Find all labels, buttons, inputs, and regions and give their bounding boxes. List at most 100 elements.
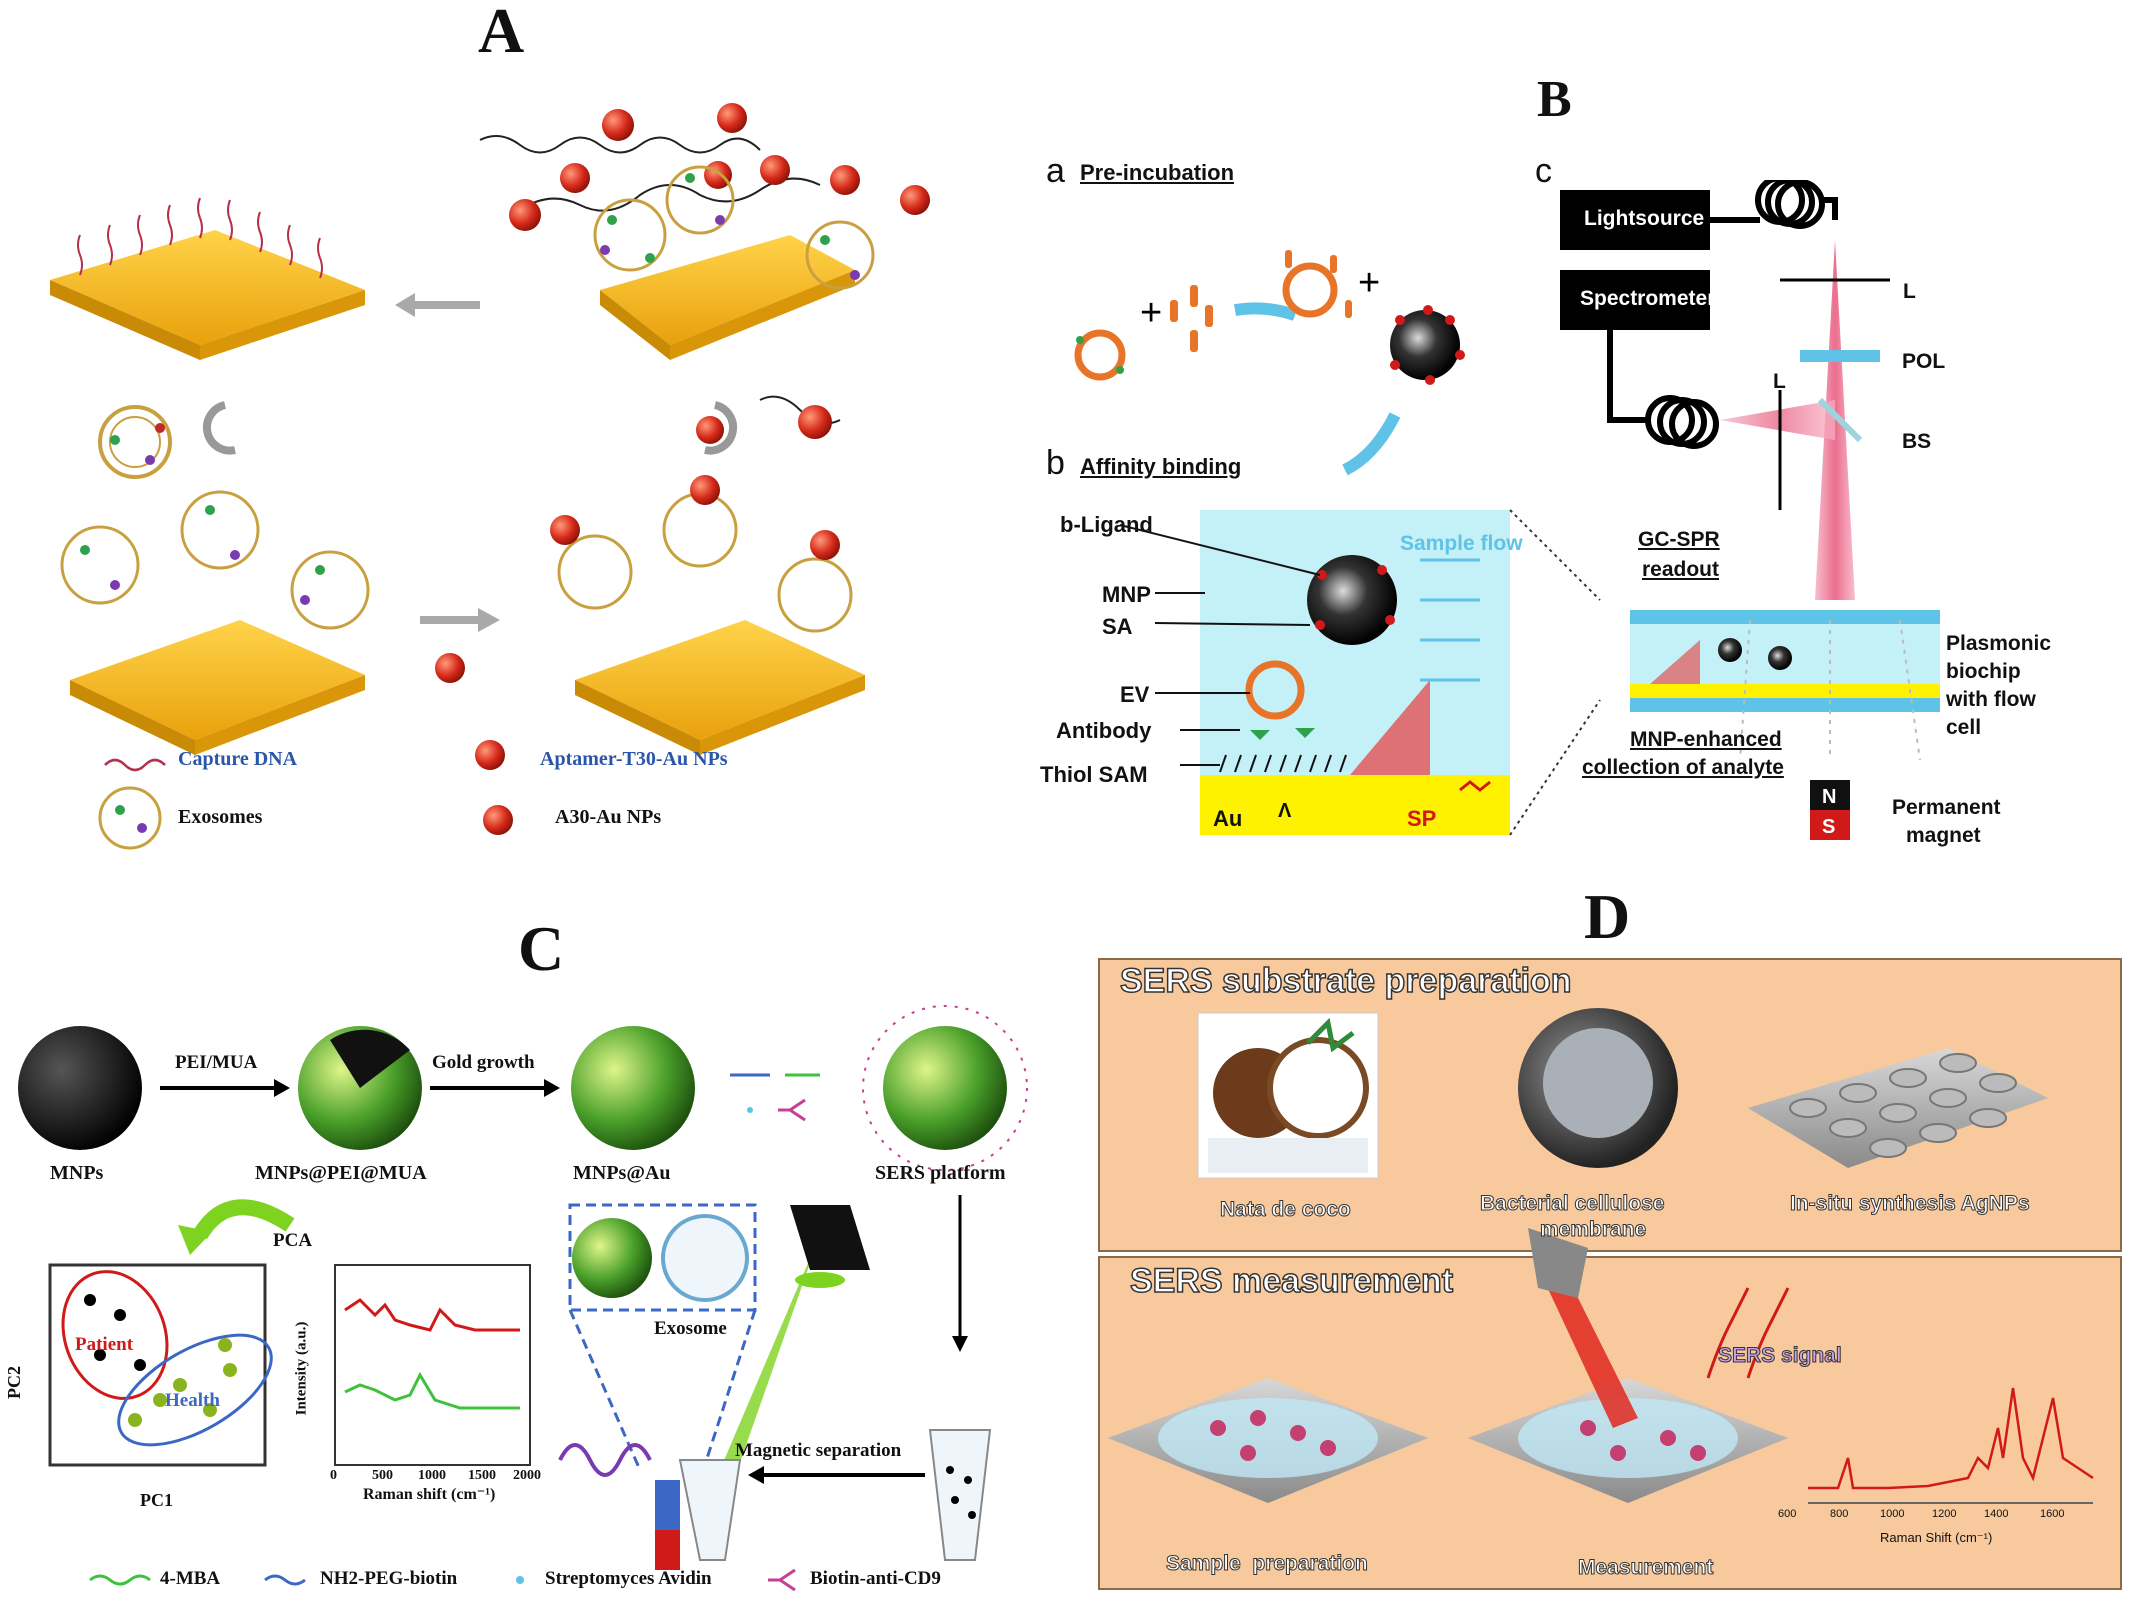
label-l2: L [1773, 370, 1786, 393]
item-membrane: membrane [1539, 1218, 1647, 1242]
label-mnps-pei-mua: MNPs@PEI@MUA [255, 1162, 427, 1184]
label-mnp: MNP [1102, 582, 1151, 607]
legend-exosomes: Exosomes [178, 806, 263, 828]
label-biochip-4: cell [1946, 716, 1982, 739]
label-intensity: Intensity (a.u.) [293, 1321, 310, 1416]
legend-aptamer: Aptamer-T30-Au NPs [540, 748, 728, 770]
mnp-au-sphere [571, 1026, 695, 1150]
legend-capture-dna: Capture DNA [178, 748, 298, 770]
panel-letter-d: D [1584, 881, 1631, 952]
sers-spectrum [1808, 1387, 2094, 1490]
sub-a-letter: a [1046, 152, 1065, 190]
legend-nh2-peg-biotin: NH2-PEG-biotin [320, 1568, 458, 1589]
d-tick-1200: 1200 [1932, 1508, 1957, 1520]
d-tick-1400: 1400 [1984, 1508, 2009, 1520]
sub-c-letter: c [1535, 152, 1552, 190]
label-magnet-2: magnet [1906, 824, 1981, 847]
legend-avidin: Streptomyces Avidin [545, 1568, 712, 1589]
label-biochip-3: with flow [1946, 688, 2036, 711]
mnp-sphere [18, 1026, 142, 1150]
label-gc-spr-1: GC-SPR [1638, 528, 1720, 551]
label-antibody: Antibody [1056, 718, 1152, 743]
ev-complex [1282, 250, 1352, 318]
label-biochip-1: Plasmonic [1946, 632, 2052, 655]
legend-a30: A30-Au NPs [555, 806, 662, 828]
magnet-s [1810, 810, 1850, 840]
label-pc1: PC1 [140, 1490, 173, 1510]
label-au: Au [1213, 806, 1243, 831]
label-thiol-sam: Thiol SAM [1040, 762, 1148, 787]
sub-b-letter: b [1046, 444, 1065, 482]
panel-letter-b: B [1537, 71, 1572, 128]
label-l1: L [1903, 280, 1916, 303]
d-tick-800: 800 [1830, 1508, 1849, 1520]
item-bacterial-cellulose: Bacterial cellulose [1479, 1192, 1665, 1216]
label-raman-shift: Raman shift (cm⁻¹) [363, 1486, 496, 1503]
label-lambda: Λ [1278, 800, 1292, 822]
pca-box [48, 1263, 267, 1467]
tick-1500: 1500 [468, 1468, 496, 1483]
gold-plate-1 [50, 197, 365, 360]
step-gold-growth: Gold growth [432, 1052, 535, 1073]
d-tick-1000: 1000 [1880, 1508, 1905, 1520]
gold-plate-3 [60, 490, 370, 755]
item-measurement: Measurement [1577, 1556, 1714, 1580]
tick-500: 500 [372, 1468, 393, 1483]
gold-plate-2 [479, 103, 930, 360]
label-magnet-1: Permanent [1892, 796, 2001, 819]
label-lightsource: Lightsource [1584, 207, 1705, 230]
label-pc2: PC2 [4, 1366, 24, 1399]
label-mnp-enhanced-1: MNP-enhanced [1630, 728, 1782, 751]
label-sa: SA [1102, 614, 1133, 639]
spectrum-box [334, 1264, 531, 1466]
item-nata-de-coco: Nata de coco [1220, 1198, 1352, 1222]
label-b-ligand: b-Ligand [1060, 512, 1153, 537]
label-sers-signal: SERS signal [1718, 1344, 1843, 1368]
sub-a-title: Pre-incubation [1080, 160, 1235, 185]
lightsource-box [1560, 190, 1710, 250]
step-pei-mua: PEI/MUA [175, 1052, 258, 1073]
panel-c-diagram [18, 1005, 1028, 1592]
capture-dna-icon [104, 758, 166, 772]
label-patient: Patient [75, 1334, 134, 1355]
d-xlabel: Raman Shift (cm⁻¹) [1880, 1530, 1993, 1545]
magnet-n [1810, 780, 1850, 810]
panel-letter-a: A [478, 0, 525, 66]
label-bs: BS [1902, 430, 1932, 453]
label-sp: SP [1407, 806, 1437, 831]
label-sample-flow: Sample flow [1400, 532, 1523, 555]
polarizer [1800, 350, 1880, 362]
gold-plate-4 [550, 416, 865, 755]
item-in-situ: In-situ synthesis AgNPs [1790, 1192, 2031, 1216]
sers-platform-sphere [883, 1026, 1007, 1150]
label-n: N [1822, 786, 1837, 808]
spectrometer-box [1560, 270, 1710, 330]
label-health: Health [165, 1390, 220, 1411]
title-measurement: SERS measurement [1129, 1261, 1454, 1301]
label-ev: EV [1120, 682, 1150, 707]
label-sers-platform: SERS platform [875, 1162, 1006, 1184]
tick-2000: 2000 [513, 1468, 541, 1483]
label-mnp-enhanced-2: collection of analyte [1582, 756, 1784, 779]
label-magnetic-separation: Magnetic separation [735, 1440, 902, 1461]
sub-b-title: Affinity binding [1080, 454, 1242, 479]
label-pol: POL [1902, 350, 1946, 373]
item-sample-preparation: Sample preparation [1166, 1552, 1369, 1576]
label-gc-spr-2: readout [1642, 558, 1720, 581]
label-exosome: Exosome [654, 1318, 727, 1339]
tick-0: 0 [330, 1468, 337, 1483]
panel-d-diagram [1108, 1008, 2094, 1504]
svg-text:+: + [1358, 262, 1380, 304]
label-mnps: MNPs [50, 1162, 104, 1184]
svg-text:+: + [1140, 292, 1162, 334]
panel-a-diagram [50, 103, 930, 850]
legend-anti-cd9: Biotin-anti-CD9 [810, 1568, 941, 1589]
label-pca: PCA [273, 1230, 313, 1251]
exosome-legend-icon [98, 786, 162, 850]
label-mnps-au: MNPs@Au [573, 1162, 671, 1184]
title-substrate: SERS substrate preparation [1119, 961, 1572, 1001]
ev-particle [1074, 329, 1126, 381]
laser-head [1528, 1228, 1588, 1298]
label-s: S [1822, 816, 1836, 838]
exosome-single [98, 405, 172, 479]
